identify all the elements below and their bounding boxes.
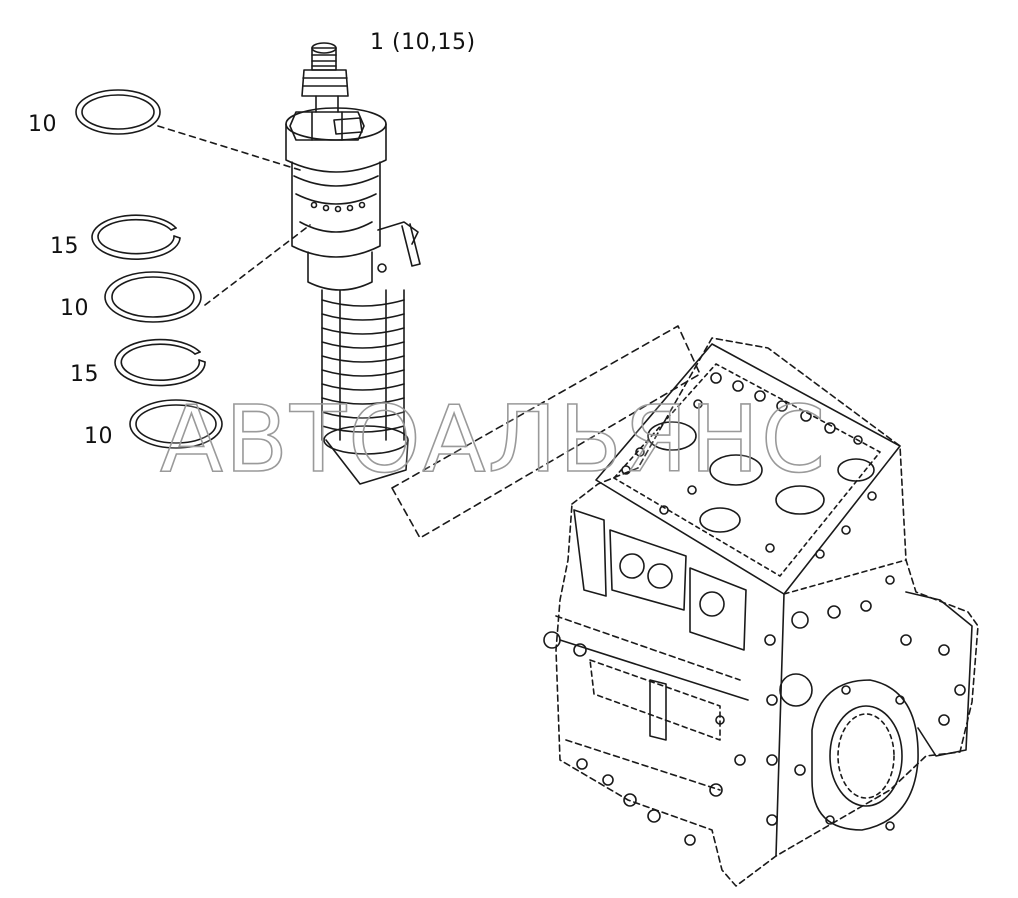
callout-ring-15-lower: 15: [70, 362, 99, 387]
callout-ring-10-top: 10: [28, 112, 57, 137]
callout-ring-10-bottom: 10: [84, 424, 113, 449]
callout-ring-10-middle: 10: [60, 296, 89, 321]
o-ring-15-lower: [114, 338, 206, 387]
o-ring-15-upper: [91, 214, 181, 260]
engine-block: [391, 325, 979, 887]
callout-ring-15-upper: 15: [50, 234, 79, 259]
o-ring-10-middle: [104, 271, 202, 323]
o-ring-10-bottom: [129, 399, 223, 449]
callout-injector: 1 (10,15): [370, 30, 476, 55]
injector-pump-element: [285, 42, 421, 485]
leader-line-middle: [204, 224, 311, 306]
o-ring-10-top: [75, 89, 161, 135]
leader-line-top: [157, 125, 301, 171]
